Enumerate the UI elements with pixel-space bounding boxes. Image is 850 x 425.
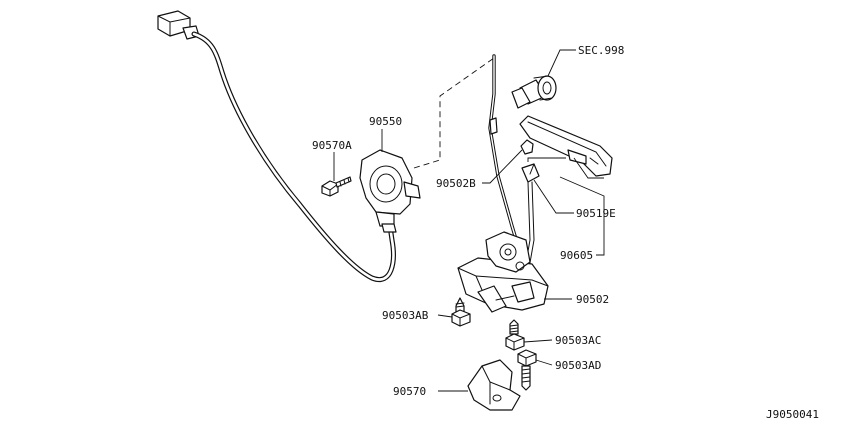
label-90502: 90502 — [576, 293, 609, 306]
latch-90502 — [457, 231, 549, 313]
label-90503AC: 90503AC — [555, 334, 601, 347]
key-cylinder-sec998 — [511, 75, 557, 109]
label-90503AB: 90503AB — [382, 309, 429, 322]
leader-lines — [333, 49, 605, 392]
striker-90570 — [467, 359, 521, 411]
handle-90605 — [519, 115, 613, 177]
label-90519E: 90519E — [576, 207, 616, 220]
actuator-link-dashed — [413, 57, 495, 169]
label-90502B: 90502B — [436, 177, 476, 190]
rod-90502B — [488, 54, 520, 248]
clip-90519E — [521, 163, 540, 183]
label-90550: 90550 — [369, 115, 402, 128]
bolt-90570A — [321, 176, 352, 197]
label-90605: 90605 — [560, 249, 593, 262]
bolt-90503AC — [505, 319, 525, 351]
diagram-code: J9050041 — [766, 408, 819, 421]
bolt-90503AD — [517, 349, 537, 391]
harness-cable — [191, 31, 396, 283]
label-90570: 90570 — [393, 385, 426, 398]
label-90503AD: 90503AD — [555, 359, 601, 372]
label-sec-998: SEC.998 — [578, 44, 624, 57]
actuator-90550 — [359, 149, 421, 233]
label-90570A: 90570A — [312, 139, 352, 152]
clip-90502B — [520, 139, 534, 155]
bolt-90503AB — [451, 297, 471, 327]
